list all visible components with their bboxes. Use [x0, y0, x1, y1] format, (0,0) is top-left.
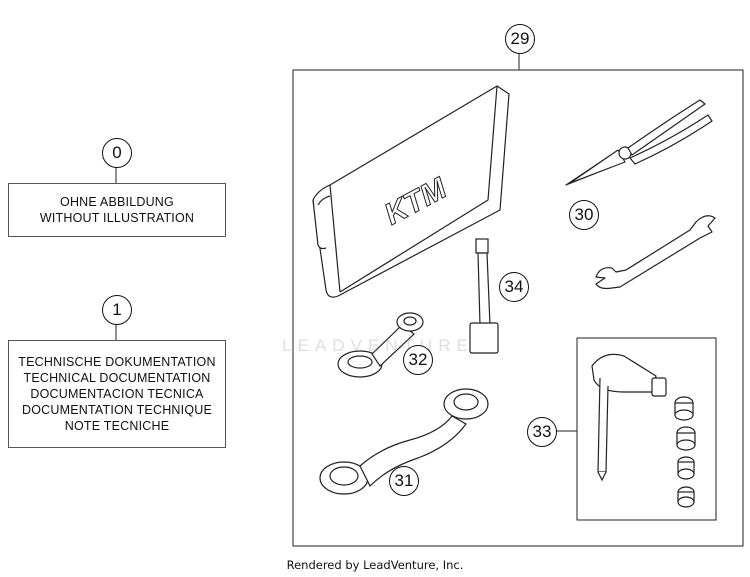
callout-31[interactable]: 31 [389, 466, 419, 496]
hex-bit-set-frame [576, 337, 717, 521]
technical-documentation-box: TECHNISCHE DOKUMENTATION TECHNICAL DOCUM… [8, 340, 226, 448]
footer-credit: Rendered by LeadVenture, Inc. [286, 558, 464, 572]
callout-30[interactable]: 30 [569, 200, 599, 230]
box0-line-2: WITHOUT ILLUSTRATION [39, 211, 195, 225]
pliers-illustration [565, 99, 713, 186]
watermark-text: LEADVENTURE [282, 336, 474, 355]
box1-line-5: NOTE TECNICHE [64, 419, 170, 433]
double-ring-wrench-illustration [319, 388, 489, 495]
callout-29[interactable]: 29 [505, 24, 535, 54]
box1-line-2: TECHNICAL DOCUMENTATION [23, 371, 211, 385]
open-end-wrench-illustration [595, 215, 716, 290]
box0-line-1: OHNE ABBILDUNG [60, 195, 174, 209]
spark-plug-wrench-illustration [337, 312, 424, 378]
callout-33[interactable]: 33 [527, 417, 557, 447]
box1-line-3: DOCUMENTACION TECNICA [30, 387, 204, 401]
box1-line-4: DOCUMENTATION TECHNIQUE [21, 403, 213, 417]
box1-line-1: TECHNISCHE DOKUMENTATION [18, 355, 216, 369]
callout-0[interactable]: 0 [102, 138, 132, 168]
callout-1[interactable]: 1 [102, 295, 132, 325]
hex-bit-set-illustration [591, 353, 696, 508]
without-illustration-box: OHNE ABBILDUNG WITHOUT ILLUSTRATION [8, 183, 226, 237]
callout-32[interactable]: 32 [403, 345, 433, 375]
tool-pouch-illustration: KTM [312, 85, 510, 298]
toolkit-frame [292, 69, 744, 547]
callout-34[interactable]: 34 [499, 272, 529, 302]
t-bit-illustration [469, 238, 499, 354]
